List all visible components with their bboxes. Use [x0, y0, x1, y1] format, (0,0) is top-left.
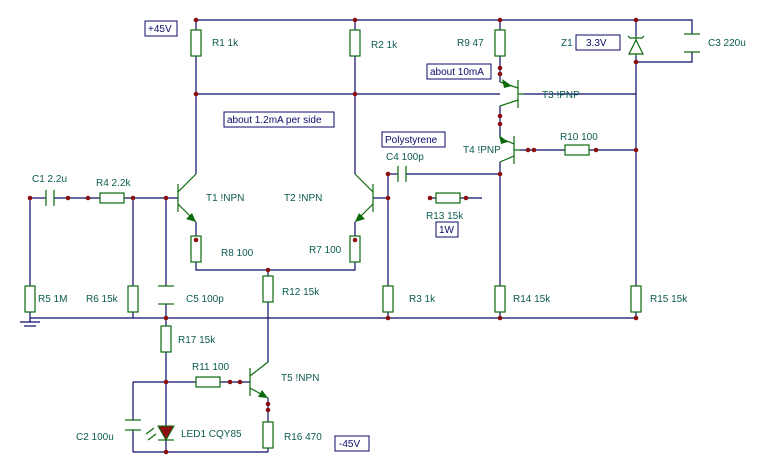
transistor-t5: [249, 361, 269, 399]
resistor-r15: [630, 285, 642, 313]
resistor-r1: [190, 29, 202, 57]
label-r4: R4 2.2k: [96, 178, 131, 189]
label-r9: R9 47: [457, 38, 484, 49]
label-r12: R12 15k: [282, 287, 320, 298]
resistor-r12: [262, 275, 274, 303]
label-c3: C3 220u: [708, 38, 746, 49]
label-t1: T1 !NPN: [206, 193, 244, 204]
wires: [20, 19, 693, 453]
label-r10: R10 100: [560, 132, 598, 143]
label-r11: R11 100: [192, 362, 230, 373]
transistor-t4: [499, 135, 520, 164]
resistor-r10: [564, 144, 590, 156]
label-t2: T2 !NPN: [284, 193, 322, 204]
capacitor-c5: [158, 285, 174, 305]
resistor-r7: [349, 235, 361, 263]
capacitor-c4: [397, 166, 407, 182]
label-r2: R2 1k: [371, 40, 398, 51]
label-r17: R17 15k: [178, 335, 216, 346]
label-r6: R6 15k: [86, 294, 119, 305]
resistor-r8: [190, 235, 202, 263]
about-10ma-label: about 10mA: [430, 67, 484, 78]
capacitor-c2: [125, 419, 141, 431]
label-r14: R14 15k: [513, 294, 551, 305]
label-r1: R1 1k: [212, 38, 239, 49]
junction-dots: [27, 17, 639, 455]
neg-supply-label: -45V: [339, 439, 360, 450]
capacitor-c3: [684, 33, 700, 53]
resistor-r9: [494, 29, 506, 57]
polystyrene-label: Polystyrene: [385, 135, 438, 146]
resistor-r16: [262, 421, 274, 449]
resistor-r5: [24, 285, 36, 313]
resistor-r14: [494, 285, 506, 313]
label-led1: LED1 CQY85: [181, 429, 242, 440]
resistors: [24, 29, 642, 449]
transistor-t2: [354, 173, 374, 223]
zener-value-label: 3.3V: [586, 38, 607, 49]
resistor-r17: [160, 325, 172, 353]
label-r7: R7 100: [309, 245, 342, 256]
label-r5: R5 1M: [38, 294, 67, 305]
label-c1: C1 2.2u: [32, 174, 67, 185]
label-c2: C2 100u: [76, 432, 114, 443]
label-c4: C4 100p: [386, 152, 424, 163]
capacitors: [45, 33, 700, 431]
transistor-t3: [499, 79, 524, 108]
label-z1: Z1: [561, 38, 573, 49]
led-led1: [145, 425, 175, 442]
label-r15: R15 15k: [650, 294, 688, 305]
resistor-r13: [435, 192, 461, 204]
resistor-r6: [127, 285, 139, 313]
zener-diode-z1: [627, 35, 645, 56]
resistor-r11: [195, 376, 221, 388]
label-t3: T3 !PNP: [542, 90, 580, 101]
component-labels: R1 1k R2 1k R9 47 Z1 C3 220u T3 !PNP C4 …: [32, 38, 746, 443]
pos-supply-label: +45V: [148, 24, 172, 35]
label-c5: C5 100p: [186, 294, 224, 305]
resistor-r4: [99, 192, 125, 204]
resistor-r2: [349, 29, 361, 57]
label-r16: R16 470: [284, 432, 322, 443]
label-t4: T4 !PNP: [463, 145, 501, 156]
label-t5: T5 !NPN: [281, 373, 319, 384]
label-r3: R3 1k: [409, 294, 436, 305]
label-r8: R8 100: [221, 248, 254, 259]
r13-power-label: 1W: [439, 225, 455, 236]
transistor-t1: [177, 173, 197, 223]
annotation-boxes: +45V 3.3V about 10mA about 1.2mA per sid…: [144, 20, 621, 452]
resistor-r3: [382, 285, 394, 313]
label-r13: R13 15k: [426, 211, 464, 222]
about-1-2ma-label: about 1.2mA per side: [227, 115, 322, 126]
capacitor-c1: [45, 190, 55, 206]
